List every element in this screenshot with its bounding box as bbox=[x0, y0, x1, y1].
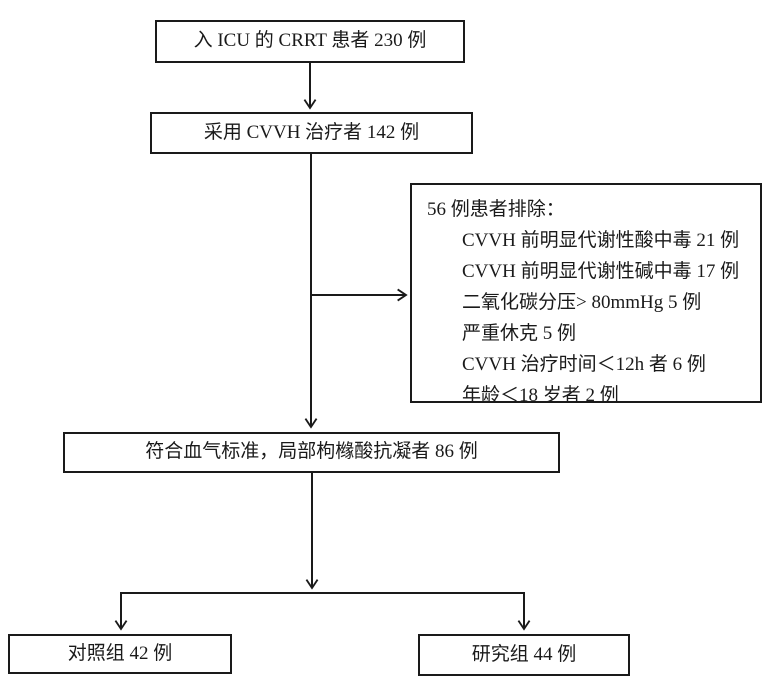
node-icu-crrt-patients: 入 ICU 的 CRRT 患者 230 例 bbox=[155, 20, 465, 63]
node-cvvh-treated: 采用 CVVH 治疗者 142 例 bbox=[150, 112, 473, 154]
node-control-group: 对照组 42 例 bbox=[8, 634, 232, 674]
node-control-group-label: 对照组 42 例 bbox=[67, 642, 173, 664]
exclusion-item: 年龄＜18 岁者 2 例 bbox=[462, 385, 619, 406]
node-criteria-citrate-label: 符合血气标准，局部枸橼酸抗凝者 86 例 bbox=[145, 441, 478, 463]
exclusion-item: 严重休克 5 例 bbox=[462, 323, 577, 344]
exclusion-item: CVVH 治疗时间＜12h 者 6 例 bbox=[462, 354, 706, 375]
exclusion-item: CVVH 前明显代谢性碱中毒 17 例 bbox=[462, 261, 740, 282]
node-icu-crrt-patients-label: 入 ICU 的 CRRT 患者 230 例 bbox=[193, 30, 427, 52]
node-exclusion-box: 56 例患者排除： CVVH 前明显代谢性酸中毒 21 例 CVVH 前明显代谢… bbox=[410, 183, 762, 406]
exclusion-item: CVVH 前明显代谢性酸中毒 21 例 bbox=[462, 230, 740, 251]
exclusion-title: 56 例患者排除： bbox=[427, 199, 565, 220]
node-study-group: 研究组 44 例 bbox=[418, 634, 630, 676]
node-study-group-label: 研究组 44 例 bbox=[471, 643, 577, 665]
node-criteria-citrate: 符合血气标准，局部枸橼酸抗凝者 86 例 bbox=[63, 432, 560, 473]
exclusion-item: 二氧化碳分压> 80mmHg 5 例 bbox=[462, 292, 702, 313]
node-cvvh-treated-label: 采用 CVVH 治疗者 142 例 bbox=[203, 121, 420, 143]
